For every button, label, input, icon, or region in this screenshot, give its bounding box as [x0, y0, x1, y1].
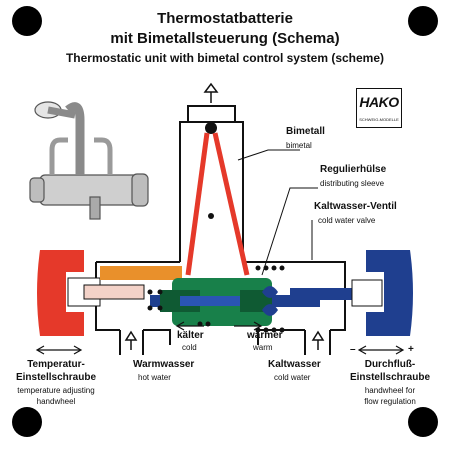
label-durchfluss-de-1: Durchfluß- [364, 359, 416, 370]
label-temperatur-en-1: temperature adjusting [17, 386, 95, 395]
label-plus: + [408, 344, 414, 355]
logo-text: HAKO [359, 94, 399, 110]
label-regulierhuelse-en: distributing sleeve [320, 179, 385, 188]
seal-dots [147, 265, 285, 333]
label-temperatur-en-2: handwheel [36, 397, 76, 406]
leader-lines [237, 149, 318, 276]
label-kaltwasser-en: cold water [274, 373, 311, 382]
label-kaltwasser-de: Kaltwasser [268, 359, 321, 370]
label-bimetall-de: Bimetall [286, 126, 325, 137]
temperature-handwheel [37, 250, 145, 336]
mounting-hole-top-right [408, 6, 438, 36]
outlet-arrow [203, 82, 219, 103]
bimetal-element [185, 122, 250, 276]
label-warmwasser-en: hot water [138, 373, 171, 382]
mounting-hole-top-left [12, 6, 42, 36]
adjusting-rod [100, 266, 182, 280]
label-regulierhuelse-de: Regulierhülse [320, 164, 387, 175]
direction-arrows [35, 321, 405, 355]
title-line-1: Thermostatbatterie [157, 10, 293, 27]
label-bimetall-en: bimetal [286, 141, 312, 150]
distributing-sleeve [150, 278, 320, 326]
label-durchfluss-en-2: flow regulation [364, 397, 416, 406]
label-warmwasser-de: Warmwasser [133, 359, 195, 370]
title-line-3: Thermostatic unit with bimetal control s… [65, 51, 385, 65]
logo-subtext: SCHWEIG-MODELLE [359, 117, 399, 122]
label-kaltwasser-ventil-en: cold water valve [318, 216, 376, 225]
label-kaelter-en: cold [182, 343, 197, 352]
label-durchfluss-en-1: handwheel for [364, 386, 416, 395]
label-minus: – [350, 344, 356, 355]
label-temperatur-de-1: Temperatur- [27, 359, 85, 370]
label-waermer-de: wärmer [247, 330, 283, 341]
flow-handwheel [290, 250, 413, 336]
label-temperatur-de-2: Einstellschraube [15, 372, 97, 383]
inlet-arrows [124, 330, 325, 350]
faucet-illustration [29, 101, 149, 220]
mounting-hole-bottom-right [408, 407, 438, 437]
hako-logo: HAKO SCHWEIG-MODELLE [356, 88, 402, 128]
label-durchfluss-de-2: Einstellschraube [349, 372, 431, 383]
label-kaelter-de: kälter [177, 330, 204, 341]
title-line-2: mit Bimetallsteuerung (Schema) [110, 30, 340, 47]
mounting-hole-bottom-left [12, 407, 42, 437]
label-waermer-en: warm [253, 343, 273, 352]
label-kaltwasser-ventil-de: Kaltwasser-Ventil [314, 201, 397, 212]
